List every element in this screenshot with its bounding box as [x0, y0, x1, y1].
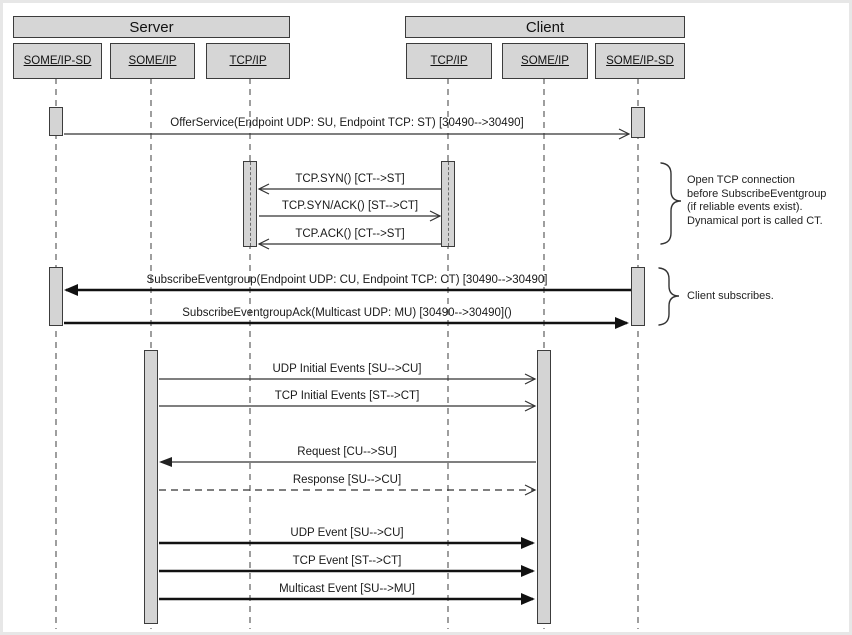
messages-layer [64, 128, 682, 605]
arrowhead-open-left [257, 183, 270, 195]
arrowhead-open-right [618, 128, 631, 140]
message-label: TCP.SYN/ACK() [ST-->CT] [281, 200, 419, 212]
message-label: UDP Initial Events [SU-->CU] [272, 363, 422, 375]
group-label-server: Server [129, 18, 174, 36]
participant-server-tcpip: TCP/IP [206, 43, 290, 79]
participant-server-someip-sd: SOME/IP-SD [13, 43, 102, 79]
activation-client-tcp [441, 161, 455, 247]
arrowhead-filled-right [521, 565, 535, 577]
participant-label: SOME/IP [521, 55, 569, 67]
message-label: Request [CU-->SU] [297, 446, 397, 458]
arrowhead-open-right [524, 484, 537, 496]
participant-client-someip: SOME/IP [502, 43, 588, 79]
message-label: TCP Initial Events [ST-->CT] [274, 390, 420, 402]
activation-server-sd-offer [49, 107, 63, 136]
note-client-subscribes: Client subscribes. [687, 290, 774, 304]
arrowhead-open-right [429, 210, 442, 222]
activation-server-tcp [243, 161, 257, 247]
lifeline-through-activation [250, 162, 251, 246]
message-label: UDP Event [SU-->CU] [290, 527, 404, 539]
arrowhead-open-left [257, 238, 270, 250]
note-line: Client subscribes. [687, 290, 774, 302]
message-label: SubscribeEventgroupAck(Multicast UDP: MU… [182, 307, 512, 319]
arrowhead-filled-left [159, 457, 172, 467]
message-label: Multicast Event [SU-->MU] [279, 583, 415, 595]
participant-label: TCP/IP [229, 55, 267, 67]
arrowhead-filled-right [615, 317, 629, 329]
brace-subscribe-note [658, 267, 680, 326]
lifeline-through-activation [448, 162, 449, 246]
note-line: Open TCP connection [687, 174, 795, 186]
note-line: before SubscribeEventgroup [687, 187, 827, 200]
message-label: Response [SU-->CU] [292, 474, 402, 486]
note-line: (if reliable events exist). [687, 201, 803, 213]
activation-client-sd-offer [631, 107, 645, 138]
participant-label: SOME/IP [128, 55, 177, 67]
participant-label: TCP/IP [430, 55, 468, 67]
brace-tcp-note [660, 162, 682, 245]
activation-client-someip [537, 350, 551, 624]
activation-client-sd-subscribe [631, 267, 645, 326]
arrowhead-filled-left [64, 284, 78, 296]
message-label: TCP Event [ST-->CT] [292, 555, 402, 567]
message-label: SubscribeEventgroup(Endpoint UDP: CU, En… [146, 274, 548, 286]
participant-label: SOME/IP-SD [606, 55, 674, 67]
group-header-client: Client [405, 16, 685, 38]
message-label: OfferService(Endpoint UDP: SU, Endpoint … [170, 117, 524, 129]
arrowhead-open-right [524, 373, 537, 385]
participant-server-someip: SOME/IP [110, 43, 195, 79]
group-header-server: Server [13, 16, 290, 38]
note-line: Dynamical port is called CT. [687, 214, 823, 227]
arrowhead-filled-right [521, 593, 535, 605]
arrowhead-open-right [524, 400, 537, 412]
activation-server-someip [144, 350, 158, 624]
message-label: TCP.SYN() [CT-->ST] [295, 173, 405, 185]
participant-client-someip-sd: SOME/IP-SD [595, 43, 685, 79]
note-open-tcp-connection: Open TCP connection before SubscribeEven… [687, 174, 826, 228]
message-label: TCP.ACK() [CT-->ST] [295, 228, 405, 240]
participant-client-tcpip: TCP/IP [406, 43, 492, 79]
group-label-client: Client [525, 18, 565, 36]
participant-label: SOME/IP-SD [23, 55, 92, 67]
arrowhead-filled-right [521, 537, 535, 549]
activation-server-sd-subscribe [49, 267, 63, 326]
